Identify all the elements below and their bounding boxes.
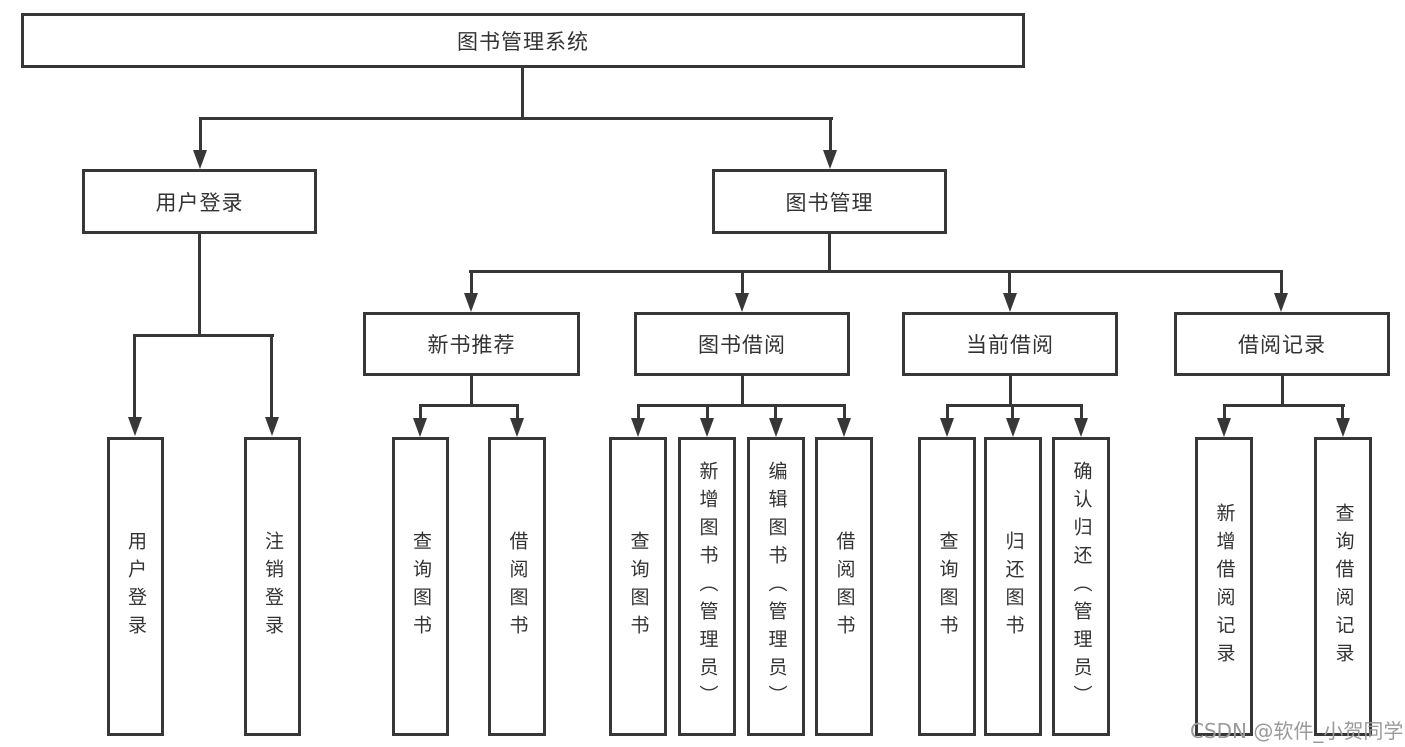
connector-line: [516, 404, 519, 420]
leaf-query-books-recommend: 查询图书: [392, 437, 449, 736]
connector-line: [521, 68, 524, 119]
leaf-edit-books-admin-label: 编辑图书（管理员）: [765, 460, 788, 713]
connector-line: [1008, 270, 1011, 296]
arrow-down-icon: [193, 150, 207, 169]
leaf-add-borrow-record-label: 新增借阅记录: [1213, 502, 1236, 671]
watermark: CSDN @软件_小贺同学: [1190, 719, 1404, 743]
node-borrowing-records-label: 借阅记录: [1238, 333, 1326, 357]
arrow-down-icon: [940, 418, 954, 437]
node-user-login: 用户登录: [82, 169, 317, 234]
connector-line: [706, 404, 709, 420]
leaf-user-login-label: 用户登录: [124, 530, 147, 643]
node-current-borrowing: 当前借阅: [902, 312, 1118, 376]
connector-line: [199, 117, 202, 151]
arrow-down-icon: [1336, 418, 1350, 437]
connector-line: [198, 234, 201, 337]
connector-line: [1223, 404, 1226, 420]
node-current-borrowing-label: 当前借阅: [966, 333, 1054, 357]
arrow-down-icon: [510, 418, 524, 437]
arrow-down-icon: [128, 417, 142, 436]
node-new-book-recommend: 新书推荐: [363, 312, 580, 376]
leaf-add-books-admin-label: 新增图书（管理员）: [696, 460, 719, 713]
connector-line: [133, 334, 136, 418]
connector-line: [1009, 376, 1012, 407]
leaf-borrow-books-recommend-label: 借阅图书: [506, 530, 529, 643]
node-book-borrowing-label: 图书借阅: [698, 333, 786, 357]
connector-line: [946, 404, 1083, 407]
leaf-query-books-recommend-label: 查询图书: [409, 530, 432, 643]
connector-line: [946, 404, 949, 420]
connector-line: [1341, 404, 1344, 420]
node-root: 图书管理系统: [21, 13, 1025, 68]
leaf-logout: 注销登录: [244, 437, 301, 736]
arrow-down-icon: [1003, 293, 1017, 312]
connector-line: [419, 404, 519, 407]
leaf-borrow-books-label: 借阅图书: [833, 530, 856, 643]
leaf-query-books-borrowing-label: 查询图书: [627, 530, 650, 643]
connector-line: [469, 270, 1283, 273]
connector-line: [270, 334, 273, 418]
connector-line: [828, 234, 831, 273]
leaf-user-login: 用户登录: [107, 437, 164, 736]
leaf-return-books-label: 归还图书: [1002, 530, 1025, 643]
connector-line: [843, 404, 846, 420]
connector-line: [741, 270, 744, 296]
leaf-confirm-return-admin: 确认归还（管理员）: [1052, 437, 1110, 736]
leaf-logout-label: 注销登录: [261, 530, 284, 643]
leaf-confirm-return-admin-label: 确认归还（管理员）: [1070, 460, 1093, 713]
leaf-query-books-current: 查询图书: [918, 437, 976, 736]
leaf-query-borrow-record-label: 查询借阅记录: [1332, 502, 1355, 671]
leaf-add-borrow-record: 新增借阅记录: [1195, 437, 1253, 736]
arrow-down-icon: [1074, 418, 1088, 437]
connector-line: [774, 404, 777, 420]
connector-line: [1080, 404, 1083, 420]
leaf-borrow-books-recommend: 借阅图书: [488, 437, 546, 736]
connector-line: [470, 376, 473, 407]
connector-line: [1011, 404, 1014, 420]
arrow-down-icon: [1274, 293, 1288, 312]
node-root-label: 图书管理系统: [457, 29, 589, 54]
connector-line: [1223, 404, 1345, 407]
node-book-borrowing: 图书借阅: [634, 312, 850, 376]
arrow-down-icon: [769, 418, 783, 437]
node-user-login-label: 用户登录: [155, 190, 244, 215]
arrow-down-icon: [700, 418, 714, 437]
leaf-return-books: 归还图书: [984, 437, 1042, 736]
arrow-down-icon: [631, 418, 645, 437]
node-new-book-recommend-label: 新书推荐: [427, 333, 516, 357]
connector-line: [637, 404, 846, 407]
connector-line: [199, 117, 833, 120]
connector-line: [829, 117, 832, 151]
arrow-down-icon: [823, 150, 837, 169]
node-borrowing-records: 借阅记录: [1174, 312, 1390, 376]
arrow-down-icon: [1006, 418, 1020, 437]
leaf-add-books-admin: 新增图书（管理员）: [678, 437, 736, 736]
leaf-edit-books-admin: 编辑图书（管理员）: [747, 437, 805, 736]
connector-line: [419, 404, 422, 420]
arrow-down-icon: [265, 417, 279, 436]
connector-line: [133, 334, 274, 337]
leaf-query-books-current-label: 查询图书: [936, 530, 959, 643]
connector-line: [637, 404, 640, 420]
node-book-management: 图书管理: [712, 169, 947, 234]
arrow-down-icon: [413, 418, 427, 437]
connector-line: [470, 270, 473, 296]
arrow-down-icon: [464, 293, 478, 312]
connector-line: [741, 376, 744, 407]
arrow-down-icon: [837, 418, 851, 437]
arrow-down-icon: [1217, 418, 1231, 437]
connector-line: [1281, 376, 1284, 407]
connector-line: [1280, 270, 1283, 296]
leaf-query-borrow-record: 查询借阅记录: [1314, 437, 1372, 736]
node-book-management-label: 图书管理: [785, 190, 874, 215]
leaf-borrow-books: 借阅图书: [815, 437, 873, 736]
arrow-down-icon: [735, 293, 749, 312]
leaf-query-books-borrowing: 查询图书: [609, 437, 667, 736]
